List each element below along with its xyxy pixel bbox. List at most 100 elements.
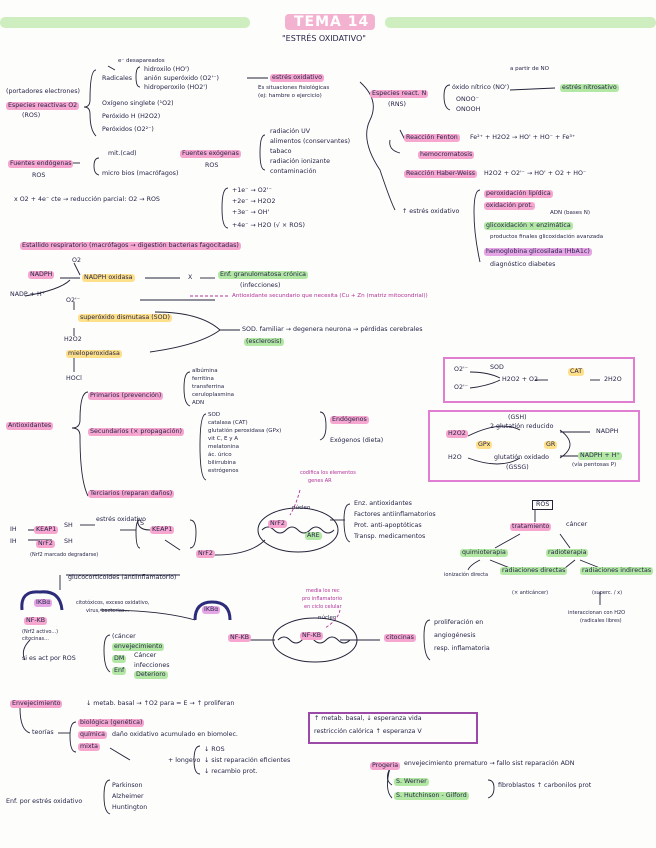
haber-weiss-eq: H2O2 + O2'⁻ → HO' + O2 + HO⁻: [484, 170, 587, 177]
gsh-h2o2: H2O2: [446, 430, 468, 438]
estres-oxidativo-tag: estrés oxidativo: [270, 74, 325, 82]
progeria-label: Progeria: [370, 762, 401, 770]
fuentes-mito: mit.(cad): [108, 150, 137, 157]
estres-ox-item-3: ADN (bases N): [550, 210, 590, 216]
estres-ox-item-4: glicoxidación × enzimática: [484, 222, 573, 230]
nrf2-note: (Nrf2 marcado degradarse): [30, 552, 99, 558]
estres-ox-item-1: peroxidación lipídica: [484, 190, 553, 198]
radical-item-3: hidroperoxilo (HO2'): [144, 84, 208, 91]
estres-ox-label: ↑ estrés oxidativo: [402, 208, 460, 215]
estres-sub-1: Es situaciones fisiológicas: [258, 85, 330, 91]
sod-box-prod: H2O2 + O2: [502, 376, 538, 383]
radiaciones-indirectas-sub: (superc. / x): [592, 590, 623, 596]
fuentes-exogenas: Fuentes exógenas: [180, 150, 241, 158]
title-band: [0, 14, 656, 30]
sec-item-2: catalasa (CAT): [208, 420, 248, 426]
cit-item-3: resp. inflamatoria: [434, 645, 490, 652]
nfkb-nuc-note-1: media los rec: [306, 588, 340, 594]
enf-estres-label: Enf. por estrés oxidativo: [6, 798, 83, 805]
exo-item-5: contaminación: [270, 168, 317, 175]
sec-item-1: SOD: [208, 412, 221, 418]
nfkb-si-item-7: Deterioro: [134, 671, 168, 679]
exo-item-1: radiación UV: [270, 128, 311, 135]
quimioterapia-label: quimioterapia: [460, 549, 508, 557]
rns-sub: (RNS): [388, 101, 406, 108]
nfkb-si-ros: si es act por ROS: [22, 655, 76, 662]
envejecimiento-line: ↓ metab. basal → ↑O2 para = E → ↑ prolif…: [86, 700, 235, 707]
nrf2-result-4: Transp. medicamentos: [354, 533, 426, 540]
teoria-biologica: biológica (genética): [78, 719, 145, 727]
estres-ox-item-7: diagnóstico diabetes: [490, 261, 556, 268]
cit-item-1: proliferación en: [434, 619, 484, 626]
peroxidos: Peróxidos (O2²⁻): [102, 126, 154, 133]
fuentes-micro: micro bios (macrófagos): [102, 170, 179, 177]
estallido-h2o2: H2O2: [64, 336, 82, 343]
sec-item-7: bilirrubina: [208, 460, 236, 466]
gsh-nadph: NADPH: [596, 428, 619, 435]
estallido-x: X: [188, 274, 193, 281]
nucleo-label-2: núcleo: [318, 615, 337, 621]
progeria-txt: envejecimiento prematuro → fallo sist re…: [404, 760, 575, 767]
fenton-eq: Fe²⁺ + H2O2 → HO' + HO⁻ + Fe³⁺: [470, 134, 576, 141]
superoxido-dismutasa: superóxido dismutasa (SOD): [78, 314, 172, 322]
especies-note: (portadores electrones): [6, 88, 81, 95]
gsh-label: (GSH): [508, 414, 527, 421]
antioxidante-note: Antioxidante secundario que necesita (Cu…: [232, 293, 428, 299]
nrf2-ih-1: IH: [10, 526, 17, 533]
teoria-quimica: química: [78, 731, 107, 739]
fuentes-endo-sub: ROS: [32, 172, 46, 179]
fuentes-endogenas: Fuentes endógenas: [8, 160, 74, 168]
sec-item-6: ác. úrico: [208, 452, 232, 458]
estallido-nadp-h: NADP + H⁺: [10, 291, 46, 298]
gsh-h2o: H2O: [448, 454, 462, 461]
prim-item-2: ferritina: [192, 376, 214, 382]
title-band-shape: [0, 14, 656, 30]
estallido-o2-radical: O2'⁻: [66, 297, 81, 304]
rns-top: a partir de NO: [510, 66, 550, 72]
gsh-via: (vía pentosas P): [572, 462, 617, 468]
nfkb-note-2: citocinas...: [22, 636, 49, 642]
nfkb-si-item-5: Enf: [112, 667, 127, 675]
gsh-gpx: GPx: [476, 441, 493, 449]
nadph-oxidasa: NADPH oxidasa: [82, 274, 135, 282]
hutchinson-label: S. Hutchinson - Gilford: [394, 792, 469, 800]
gsh-nadph-h: NADPH + H⁺: [578, 452, 622, 460]
rns-label: Especies react. N: [370, 90, 429, 98]
sod-reaction-box: [443, 357, 635, 403]
peroxido-h: Peróxido H (H2O2): [102, 113, 161, 120]
reduccion-step-4: +4e⁻ → H2O (√ × ROS): [232, 222, 305, 229]
sod-box-out: 2H2O: [604, 376, 622, 383]
secundarios-label: Secundarios (× propagación): [88, 428, 184, 436]
are-label: ARE: [305, 532, 322, 540]
enf-item-2: Alzheimer: [112, 793, 144, 800]
sod-box-sod: SOD: [490, 364, 504, 371]
sec-item-8: estrógenos: [208, 468, 239, 474]
longevo-item-3: ↓ recambio prot.: [204, 768, 258, 775]
nfkb-mid-note-1: citotóxicos, exceso oxidativo,: [76, 600, 150, 606]
primarios-label: Primarios (prevención): [88, 392, 164, 400]
dna-note-2: genes AR: [308, 478, 332, 484]
keap1-label: KEAP1: [34, 526, 59, 534]
radiaciones-directas: radiaciones directas: [500, 567, 568, 575]
page-subtitle: "ESTRÉS OXIDATIVO": [282, 34, 366, 43]
antioxidantes-label: Antioxidantes: [6, 422, 54, 430]
exo-item-3: tabaco: [270, 148, 292, 155]
sod-box-cat: CAT: [568, 368, 585, 376]
gsh-glut-ox: glutatión oxidado: [494, 454, 549, 461]
keap1-free: KEAP1: [150, 526, 175, 534]
nfkb-label-3: NF-KB: [300, 632, 324, 640]
estallido-label: Estallido respiratorio (macrófagos → dig…: [20, 242, 241, 250]
nrf2-label: NrF2: [36, 540, 55, 548]
estallido-hocl: HOCl: [66, 375, 82, 382]
enf-granulomatosa: Enf. granulomatosa crónica: [218, 271, 309, 279]
cit-item-2: angiogénesis: [434, 632, 476, 639]
dna-note-1: codifica los elementos: [300, 470, 356, 476]
longevity-box-2: restricción calórica ↑ esperanza V: [314, 728, 422, 735]
haber-weiss-label: Reacción Haber-Weiss: [404, 170, 478, 178]
reduccion-line: x O2 + 4e⁻ cte → reducción parcial: O2 →…: [14, 196, 160, 203]
enf-item-3: Huntington: [112, 804, 148, 811]
nrf2-result-3: Prot. anti-apoptóticas: [354, 522, 422, 529]
nfkb-label-2: NF-KB: [228, 634, 252, 642]
citocinas-label: citocinas: [384, 634, 416, 642]
prim-item-5: ADN: [192, 400, 205, 406]
